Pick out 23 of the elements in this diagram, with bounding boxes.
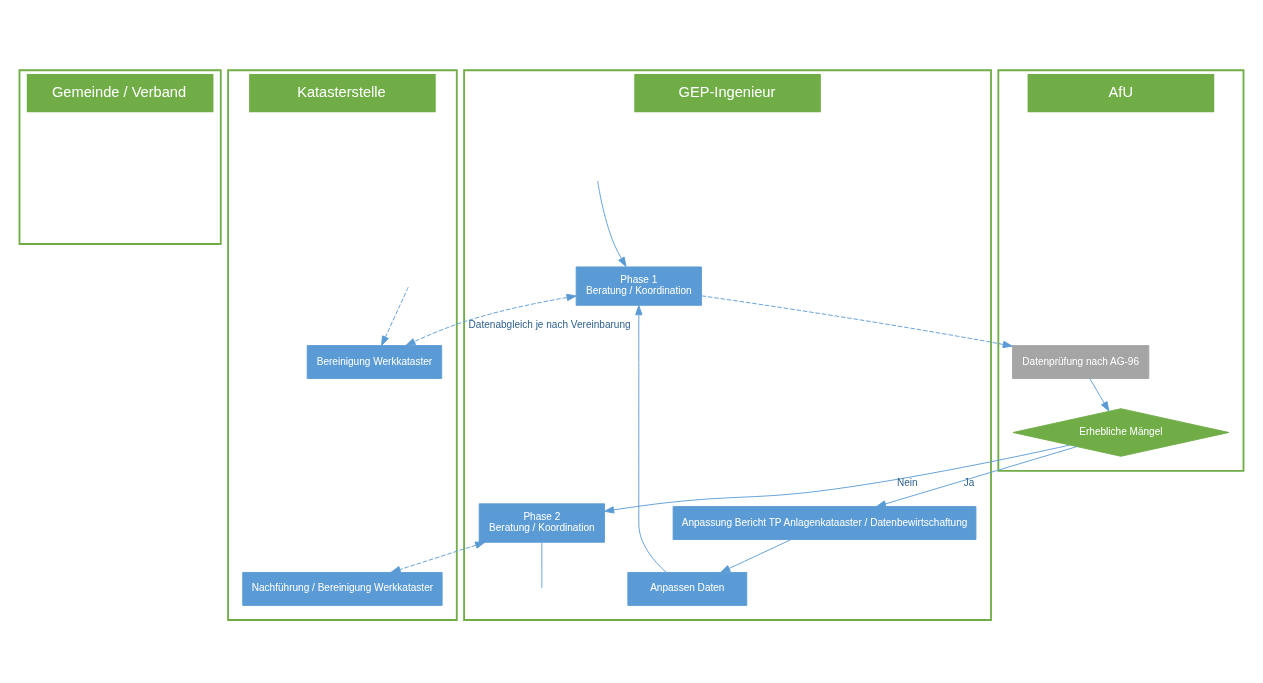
node-box: Anpassen Daten: [627, 571, 748, 606]
arrow: [405, 293, 577, 346]
arrow: [1089, 377, 1110, 412]
edge-label: Datenabgleich je nach Vereinbarung: [468, 318, 631, 330]
arrow: [597, 180, 627, 267]
connector: [541, 541, 543, 588]
node-box: Datenprüfung nach AG-96: [1012, 344, 1150, 379]
edge-label: Nein: [896, 476, 918, 488]
node-box: Gemeinde / Verband: [18, 68, 222, 245]
node-box: Phase 2 Beratung / Koordination: [478, 502, 605, 543]
node-box: Anpassung Bericht TP Anlagenkataaster / Datenbewirtschaftung: [672, 505, 977, 540]
arrow: [720, 538, 792, 573]
node-box: Phase 1 Beratung / Koordination: [575, 265, 702, 306]
arrow: [635, 304, 667, 573]
node-box: Bereinigung Werkkataster: [306, 344, 443, 379]
arrow: [381, 286, 409, 346]
arrow: [701, 294, 1013, 348]
edge-label: Ja: [963, 476, 975, 488]
node-box: Nachführung / Bereinigung Werkkataster: [242, 571, 443, 606]
node-diamond: Erhebliche Mängel: [1012, 407, 1230, 457]
arrow: [876, 445, 1078, 507]
arrow: [390, 541, 486, 573]
arrow: [604, 444, 1071, 513]
